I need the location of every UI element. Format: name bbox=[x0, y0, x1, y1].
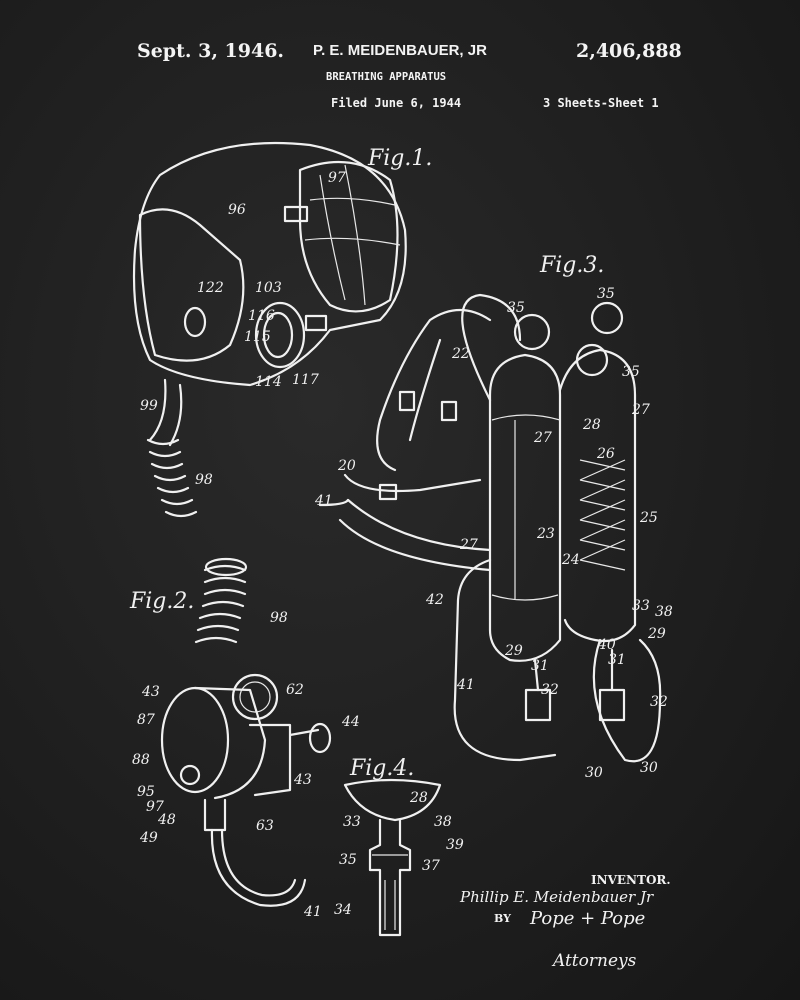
ref-number: 98 bbox=[195, 472, 213, 488]
ref-number: 27 bbox=[459, 537, 478, 553]
ref-number: 44 bbox=[341, 714, 360, 730]
ref-number: 49 bbox=[139, 830, 158, 846]
ref-number: 32 bbox=[541, 682, 559, 698]
ref-number: 27 bbox=[631, 402, 650, 418]
ref-number: 63 bbox=[256, 818, 274, 834]
ref-number: 39 bbox=[446, 837, 464, 853]
ref-number: 33 bbox=[632, 598, 650, 614]
by-label: BY bbox=[494, 912, 511, 925]
ref-number: 35 bbox=[339, 852, 357, 868]
ref-number: 20 bbox=[337, 458, 356, 474]
inventor-name: P. E. MEIDENBAUER, JR bbox=[313, 42, 487, 59]
ref-number: 48 bbox=[157, 812, 176, 828]
fig2-regulator: Fig.2. 98 62 43 87 44 88 95 43 97 48 63 … bbox=[129, 557, 360, 920]
ref-number: 98 bbox=[270, 610, 288, 626]
ref-number: 22 bbox=[451, 346, 470, 362]
fig4-label: Fig.4. bbox=[349, 756, 414, 781]
inventor-signature: Phillip E. Meidenbauer Jr bbox=[460, 888, 654, 906]
ref-number: 35 bbox=[507, 300, 525, 316]
ref-number: 88 bbox=[132, 752, 150, 768]
ref-number: 30 bbox=[640, 760, 658, 776]
ref-number: 122 bbox=[197, 280, 224, 296]
ref-number: 116 bbox=[248, 308, 275, 324]
ref-number: 97 bbox=[146, 799, 164, 815]
ref-number: 37 bbox=[422, 858, 440, 874]
ref-number: 31 bbox=[608, 652, 626, 668]
ref-number: 38 bbox=[434, 814, 452, 830]
ref-number: 27 bbox=[533, 430, 552, 446]
ref-number: 41 bbox=[314, 493, 333, 509]
ref-number: 99 bbox=[140, 398, 158, 414]
fig4-valve-detail: Fig.4. 28 33 38 39 35 37 34 bbox=[334, 756, 464, 937]
ref-number: 33 bbox=[343, 814, 361, 830]
ref-number: 28 bbox=[409, 790, 428, 806]
inventor-label: INVENTOR. bbox=[591, 873, 671, 887]
sheet-number: 3 Sheets-Sheet 1 bbox=[543, 96, 659, 110]
ref-number: 24 bbox=[561, 552, 580, 568]
ref-number: 25 bbox=[639, 510, 658, 526]
ref-number: 29 bbox=[504, 643, 523, 659]
attorney-signature: Pope + Pope bbox=[530, 908, 646, 929]
ref-number: 29 bbox=[647, 626, 666, 642]
ref-number: 40 bbox=[597, 637, 616, 653]
ref-number: 30 bbox=[585, 765, 603, 781]
ref-number: 28 bbox=[582, 417, 601, 433]
ref-number: 31 bbox=[531, 658, 549, 674]
ref-number: 23 bbox=[536, 526, 555, 542]
ref-number: 43 bbox=[141, 684, 160, 700]
ref-number: 38 bbox=[655, 604, 673, 620]
ref-number: 95 bbox=[137, 784, 155, 800]
filed-date: Filed June 6, 1944 bbox=[331, 96, 462, 110]
ref-number: 117 bbox=[292, 372, 319, 388]
ref-number: 35 bbox=[622, 364, 640, 380]
fig1-breathing-mask: Fig.1. 97 96 122 103 116 115 114 117 99 … bbox=[132, 141, 432, 518]
fig1-label: Fig.1. bbox=[367, 146, 432, 171]
ref-number: 114 bbox=[255, 374, 282, 390]
ref-number: 35 bbox=[597, 286, 615, 302]
ref-number: 34 bbox=[334, 902, 352, 918]
ref-number: 96 bbox=[228, 202, 246, 218]
fig3-label: Fig.3. bbox=[539, 253, 604, 278]
patent-title: BREATHING APPARATUS bbox=[326, 71, 447, 83]
fig3-tank-harness: Fig.3. 35 35 35 22 27 28 27 26 20 41 25 … bbox=[314, 253, 673, 781]
ref-number: 87 bbox=[137, 712, 155, 728]
ref-number: 41 bbox=[456, 677, 475, 693]
ref-number: 103 bbox=[255, 280, 282, 296]
ref-number: 115 bbox=[244, 329, 271, 345]
fig2-label: Fig.2. bbox=[129, 589, 194, 614]
attorneys-label: Attorneys bbox=[553, 951, 637, 971]
ref-number: 97 bbox=[328, 170, 346, 186]
ref-number: 32 bbox=[650, 694, 668, 710]
ref-number: 42 bbox=[425, 592, 444, 608]
ref-number: 26 bbox=[596, 446, 615, 462]
patent-number: 2,406,888 bbox=[576, 40, 682, 62]
ref-number: 62 bbox=[286, 682, 304, 698]
patent-date: Sept. 3, 1946. bbox=[137, 40, 285, 62]
ref-number: 41 bbox=[303, 904, 322, 920]
ref-number: 43 bbox=[293, 772, 312, 788]
